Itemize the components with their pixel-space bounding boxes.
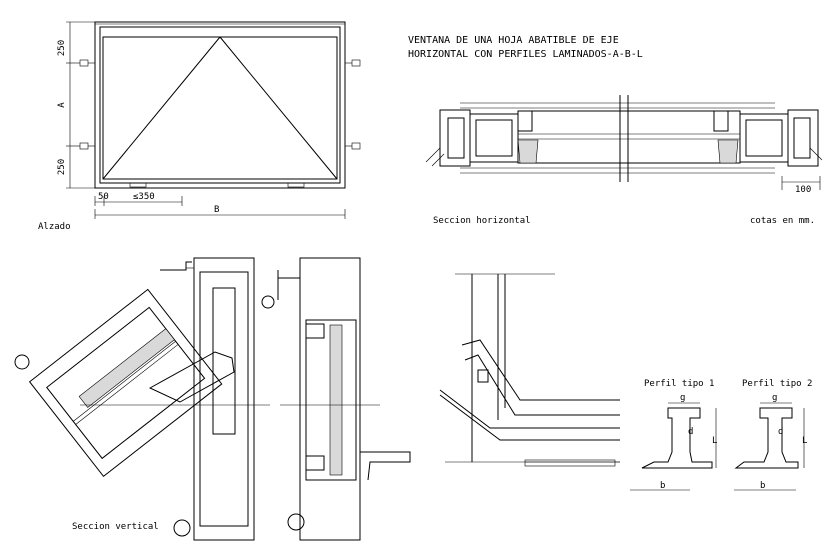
profile-1-l-label: L (712, 436, 717, 446)
elevation-view: 250 A 250 50 ≤350 B Alzado (38, 21, 361, 232)
profile-2-l-label: L (802, 436, 807, 446)
horizontal-section-label: Seccion horizontal (433, 216, 531, 226)
corner-detail (439, 273, 620, 467)
profile-2-g-label: g (772, 393, 777, 403)
dim-350-label: ≤350 (133, 192, 155, 202)
dim-b-label: B (214, 205, 219, 215)
profile-1-b-label: b (660, 481, 665, 491)
title-line-1: VENTANA DE UNA HOJA ABATIBLE DE EJE (408, 35, 619, 46)
profile-type-1-label: Perfil tipo 1 (644, 379, 714, 389)
dim-bottom-label: 250 (57, 159, 67, 175)
dim-top-label: 250 (57, 40, 67, 56)
dim-100-label: 100 (795, 185, 811, 195)
horizontal-section: 100 Seccion horizontal cotas en mm. (425, 95, 823, 226)
dim-50-label: 50 (98, 192, 109, 202)
hinge-icon (79, 59, 361, 150)
title-line-2: HORIZONTAL CON PERFILES LAMINADOS-A-B-L (408, 49, 643, 60)
units-note: cotas en mm. (750, 216, 815, 226)
profile-2-b-label: b (760, 481, 765, 491)
profile-2-d-label: d (778, 427, 783, 437)
profile-type-2-label: Perfil tipo 2 (742, 379, 812, 389)
elevation-label: Alzado (38, 222, 71, 232)
profile-1-d-label: d (688, 427, 693, 437)
profile-type-2: Perfil tipo 2 g L d b (734, 379, 812, 491)
profile-type-1: Perfil tipo 1 g L d b (630, 379, 717, 491)
profile-1-g-label: g (680, 393, 685, 403)
dim-a-label: A (57, 102, 67, 108)
vertical-section: Seccion vertical (14, 257, 411, 541)
vertical-section-label: Seccion vertical (72, 522, 159, 532)
